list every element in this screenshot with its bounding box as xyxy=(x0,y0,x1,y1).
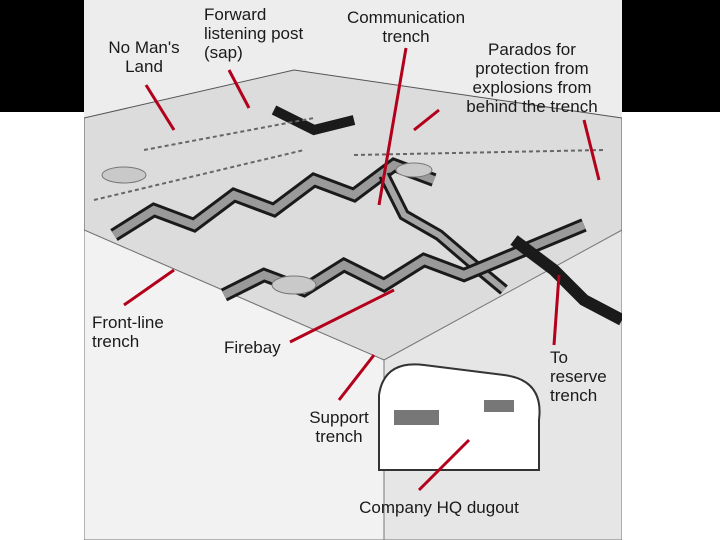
dugout-bench xyxy=(484,400,514,412)
firebay-label: Firebay xyxy=(224,338,304,357)
front-line-trench-label: Front-line trench xyxy=(92,313,202,351)
forward-listening-post-label: Forward listening post (sap) xyxy=(204,5,344,62)
dugout-table xyxy=(394,410,439,425)
no-mans-land-label: No Man's Land xyxy=(94,38,194,76)
trench-illustration: No Man's Land Forward listening post (sa… xyxy=(84,0,622,540)
parados-label: Parados for protection from explosions f… xyxy=(442,40,622,116)
company-hq-dugout-label: Company HQ dugout xyxy=(324,498,554,517)
support-trench-label: Support trench xyxy=(294,408,384,446)
to-reserve-trench-label: To reserve trench xyxy=(550,348,620,405)
